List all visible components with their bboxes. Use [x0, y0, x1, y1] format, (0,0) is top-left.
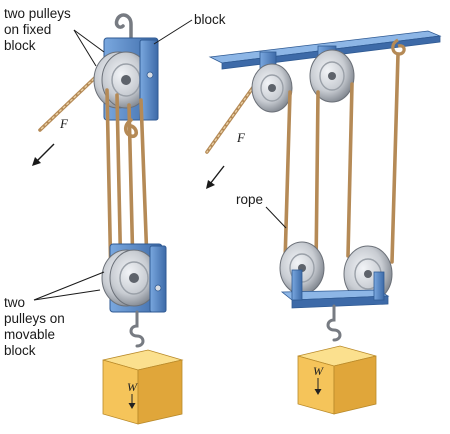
svg-text:on fixed: on fixed [4, 22, 51, 37]
left-weight-hook [129, 310, 145, 348]
label-block: block [153, 12, 226, 45]
left-weight-box: W [102, 349, 184, 425]
right-pulley-system: W F [205, 30, 442, 415]
svg-text:block: block [194, 12, 226, 27]
label-two-pulleys-fixed-block: two pulleys on fixed block [4, 6, 105, 67]
right-weight-label: W [313, 364, 324, 378]
right-fixed-pulley-2 [309, 45, 355, 103]
svg-text:block: block [4, 343, 36, 358]
right-rope-strands [283, 52, 400, 272]
svg-text:pulleys on: pulleys on [4, 311, 65, 326]
right-weight-box: W [297, 345, 377, 415]
left-pulley-system: W F [32, 13, 184, 425]
right-force-arrow: F [206, 130, 246, 189]
left-force-arrow: F [32, 116, 69, 166]
svg-text:movable: movable [4, 327, 55, 342]
svg-text:two pulleys: two pulleys [4, 6, 71, 21]
label-rope: rope [236, 192, 287, 229]
right-movable-block [279, 241, 393, 309]
left-top-hook [114, 13, 133, 41]
left-fixed-block-plate [139, 39, 159, 121]
left-movable-block-plate [149, 245, 167, 313]
left-force-label: F [59, 116, 69, 131]
left-weight-label: W [127, 380, 138, 394]
svg-text:rope: rope [236, 192, 263, 207]
right-force-label: F [236, 130, 246, 145]
svg-text:two: two [4, 295, 25, 310]
right-weight-hook [326, 304, 342, 342]
svg-text:block: block [4, 38, 36, 53]
right-fixed-pulley-1 [251, 51, 293, 113]
label-two-pulleys-movable-block: two pulleys on movable block [4, 271, 105, 358]
left-movable-pulleys [101, 249, 159, 307]
